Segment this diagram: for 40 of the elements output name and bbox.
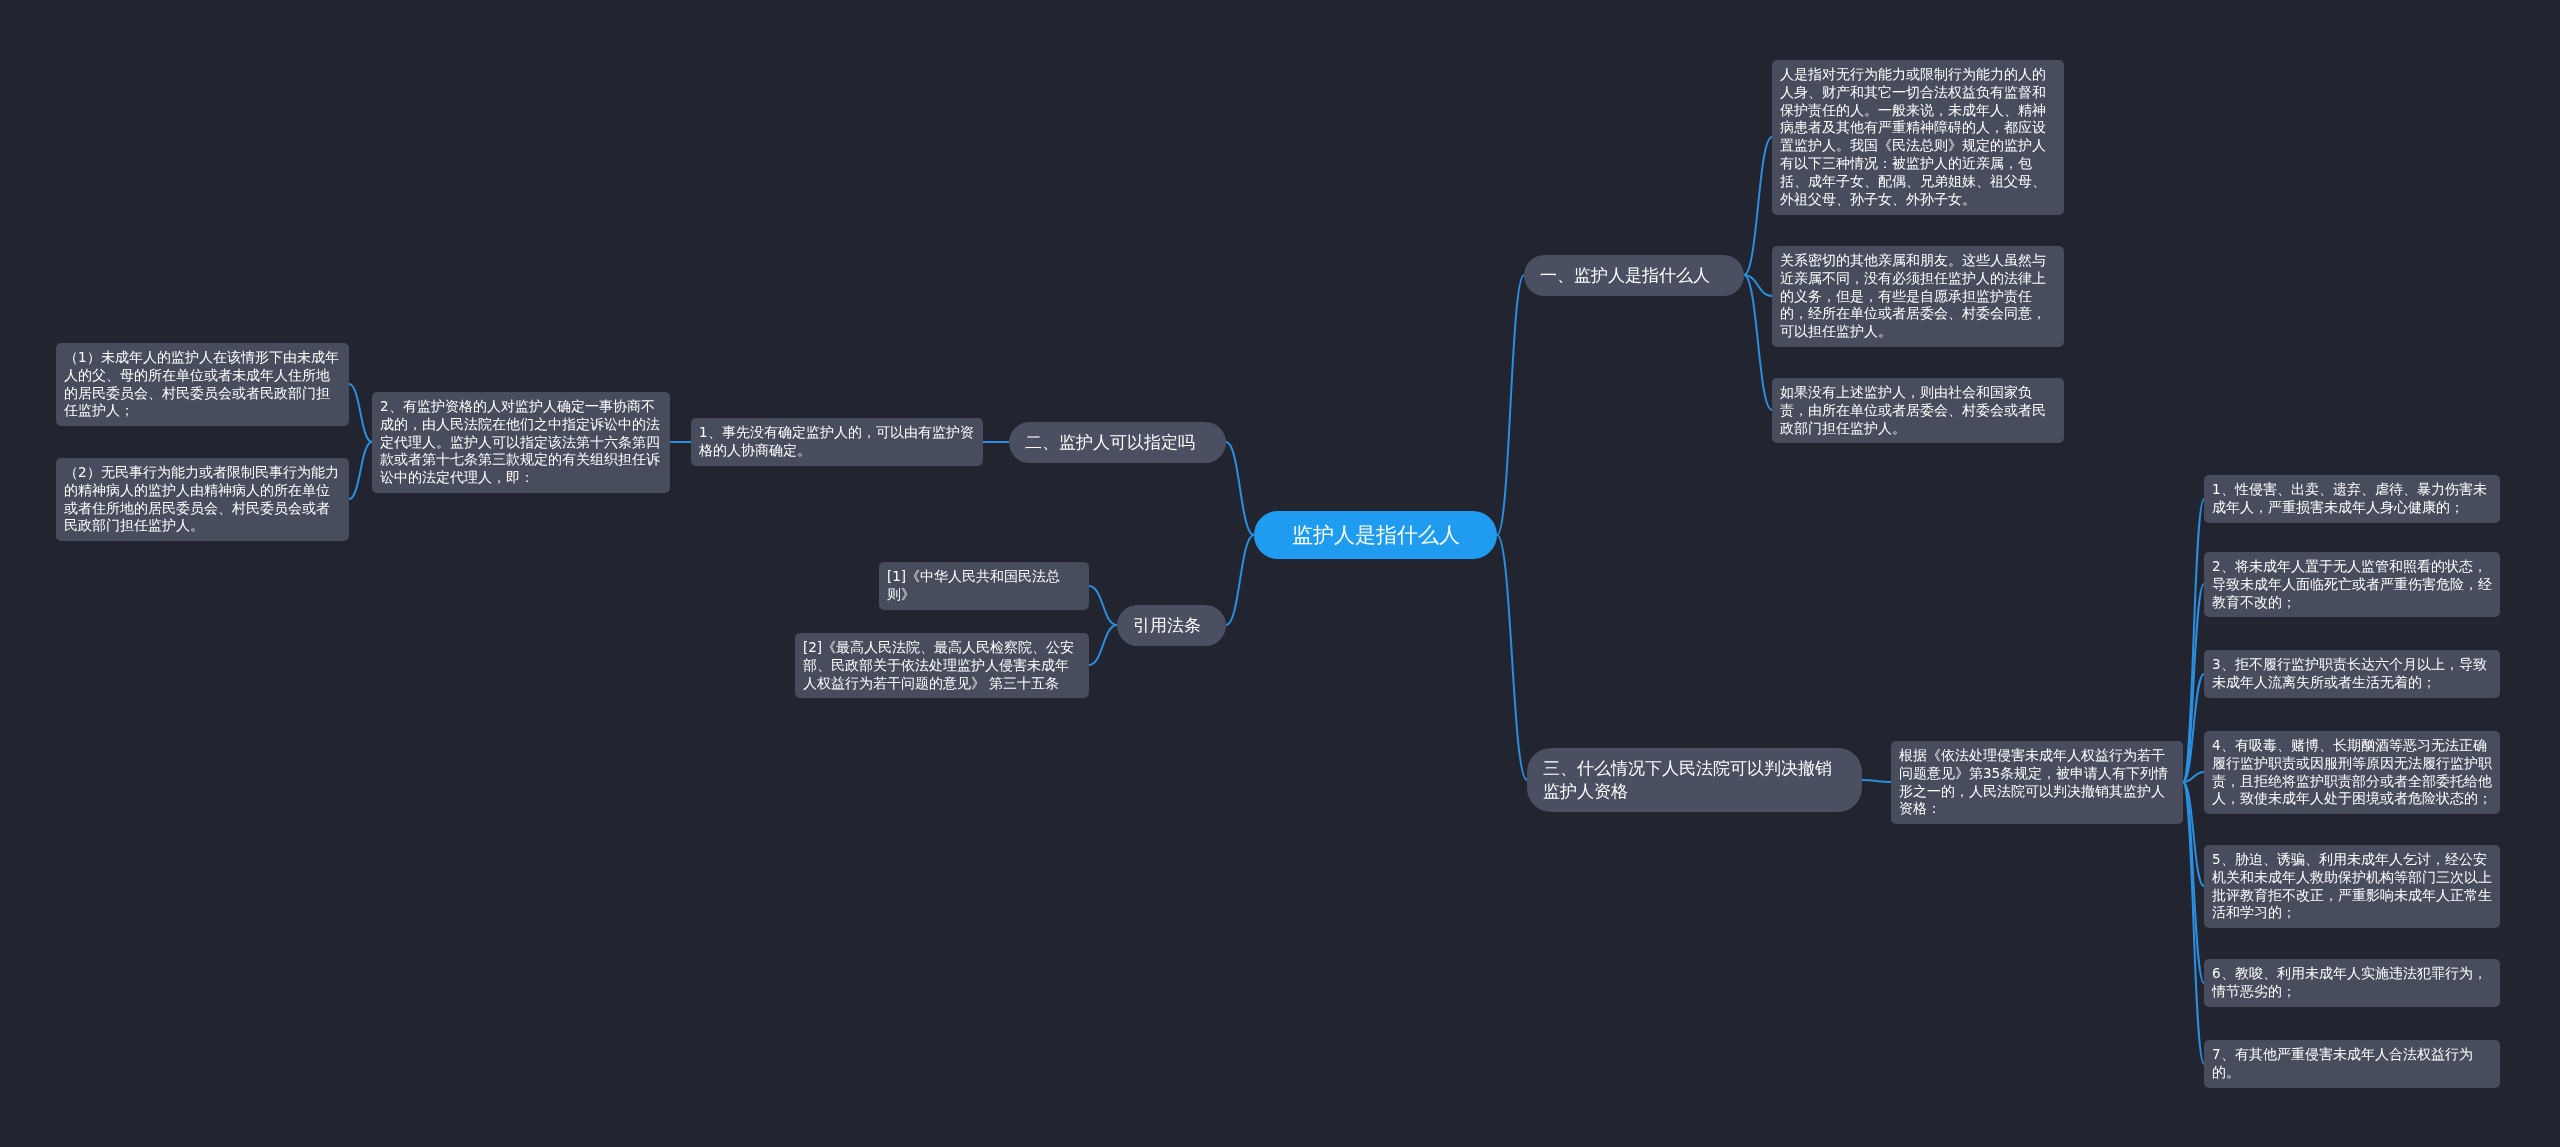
leaf-note: [1]《中华人民共和国民法总则》 (879, 562, 1089, 610)
connector-line (1743, 274, 1773, 297)
leaf-note: 3、拒不履行监护职责长达六个月以上，导致未成年人流离失所或者生活无着的； (2204, 650, 2500, 698)
leaf-note: 人是指对无行为能力或限制行为能力的人的人身、财产和其它一切合法权益负有监督和保护责任的人。一般来说，未成年人、精神病患者及其他有严重精神障碍的人，都应设置监护人。我国《民法总则》规定的监护人有以下三种情况：被监护人的近亲属，包括、成年子女、配偶、兄弟姐妹、祖父母、外祖父母、孙子女、外孙子女。 (1772, 60, 2064, 215)
connector-line (1496, 534, 1528, 781)
connector-line (348, 441, 373, 500)
branch-topic: 一、监护人是指什么人 (1524, 255, 1744, 296)
connector-line (1088, 585, 1118, 626)
connector-line (1743, 274, 1773, 411)
connector-line (1088, 624, 1118, 666)
leaf-note: 4、有吸毒、赌博、长期酗酒等恶习无法正确履行监护职责或因服刑等原因无法履行监护职责，且拒绝将监护职责部分或者全部委托给他人，致使未成年人处于困境或者危险状态的； (2204, 731, 2500, 815)
leaf-note: （2）无民事行为能力或者限制民事行为能力的精神病人的监护人由精神病人的所在单位或者住所地的居民委员会、村民委员会或者民政部门担任监护人。 (56, 458, 349, 542)
leaf-note: 根据《依法处理侵害未成年人权益行为若干问题意见》第35条规定，被申请人有下列情形之一的，人民法院可以判决撤销其监护人资格： (1891, 741, 2183, 825)
leaf-note: 6、教唆、利用未成年人实施违法犯罪行为，情节恶劣的； (2204, 959, 2500, 1007)
leaf-note: 如果没有上述监护人，则由社会和国家负责，由所在单位或者居委会、村委会或者民政部门担任监护人。 (1772, 378, 2064, 444)
central-topic: 监护人是指什么人 (1254, 511, 1497, 559)
connector-line (669, 441, 692, 443)
connector-line (982, 441, 1010, 443)
connector-line (2182, 781, 2205, 1065)
leaf-note: 1、事先没有确定监护人的，可以由有监护资格的人协商确定。 (691, 418, 983, 466)
connector-line (2182, 771, 2205, 783)
leaf-note: 关系密切的其他亲属和朋友。这些人虽然与近亲属不同，没有必须担任监护人的法律上的义务，但是，有些是自愿承担监护责任的，经所在单位或者居委会、村委会同意，可以担任监护人。 (1772, 246, 2064, 348)
leaf-note: 7、有其他严重侵害未成年人合法权益行为的。 (2204, 1040, 2500, 1088)
connector-line (1225, 441, 1255, 536)
connector-line (1743, 136, 1773, 276)
leaf-note: 2、将未成年人置于无人监管和照看的状态，导致未成年人面临死亡或者严重伤害危险，经教育不改的； (2204, 552, 2500, 618)
leaf-note: 1、性侵害、出卖、遗弃、虐待、暴力伤害未成年人，严重损害未成年人身心健康的； (2204, 475, 2500, 523)
leaf-note: （1）未成年人的监护人在该情形下由未成年人的父、母的所在单位或者未成年人住所地的居民委员会、村民委员会或者民政部门担任监护人； (56, 343, 349, 427)
leaf-note: 2、有监护资格的人对监护人确定一事协商不成的，由人民法院在他们之中指定诉讼中的法定代理人。监护人可以指定该法第十六条第四款或者第十七条第三款规定的有关组织担任诉讼中的法定代理人，即： (372, 392, 670, 494)
connector-line (1225, 534, 1255, 626)
connector-line (348, 383, 373, 443)
branch-topic: 二、监护人可以指定吗 (1009, 422, 1226, 463)
branch-topic: 引用法条 (1117, 605, 1226, 646)
connector-line (1861, 779, 1892, 783)
connector-line (2182, 673, 2205, 783)
connector-line (2182, 781, 2205, 887)
leaf-note: [2]《最高人民法院、最高人民检察院、公安部、民政部关于依法处理监护人侵害未成年人权益行为若干问题的意见》 第三十五条 (795, 633, 1089, 699)
connector-line (1496, 274, 1525, 536)
branch-topic: 三、什么情况下人民法院可以判决撤销监护人资格 (1527, 748, 1862, 812)
leaf-note: 5、胁迫、诱骗、利用未成年人乞讨，经公安机关和未成年人救助保护机构等部门三次以上批评教育拒不改正，严重影响未成年人正常生活和学习的； (2204, 845, 2500, 929)
